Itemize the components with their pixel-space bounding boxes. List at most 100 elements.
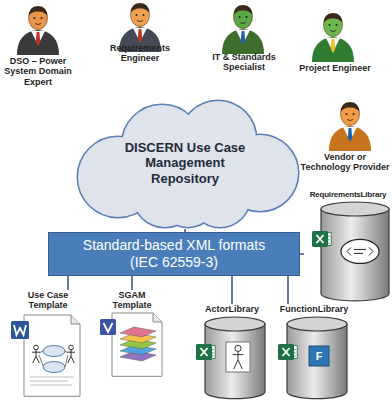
graphic-part <box>34 17 36 19</box>
graphic-part <box>341 240 379 264</box>
connector-line <box>67 276 69 290</box>
library-cylinder: ActorLibrary <box>194 304 270 400</box>
library-label: RequirementsLibrary <box>304 190 392 199</box>
graphic-part <box>196 344 212 360</box>
graphic-part <box>329 24 331 26</box>
graphic-part <box>131 3 150 13</box>
cloud-title: DISCERN Use Case Management Repository <box>110 140 260 187</box>
graphic-part <box>240 23 246 24</box>
person-label: Requirements Engineer <box>100 43 180 64</box>
graphic-part <box>112 313 162 376</box>
graphic-part <box>137 21 143 22</box>
person-icon <box>13 3 63 55</box>
person-label: IT & Standards Specialist <box>200 52 288 73</box>
graphic-part <box>143 14 145 16</box>
graphic-part <box>239 16 241 18</box>
person-icon <box>218 2 268 54</box>
graphic-part <box>278 344 294 360</box>
graphic-part <box>336 24 338 26</box>
format-box: Standard-based XML formats (IEC 62559-3) <box>48 232 300 276</box>
graphic-part <box>39 351 68 367</box>
graphic-part <box>309 346 329 366</box>
graphic-part <box>36 32 40 46</box>
graphic-part <box>71 315 80 324</box>
graphic-part <box>100 319 116 335</box>
library-label: Use Case Template <box>18 290 78 311</box>
graphic-part <box>287 317 347 331</box>
person-icon <box>308 10 358 62</box>
template-document: SGAM Template <box>98 290 166 378</box>
library-label: SGAM Template <box>104 290 160 311</box>
graphic-part <box>14 325 26 335</box>
graphic-part <box>43 361 65 372</box>
library-graphic <box>98 313 166 378</box>
graphic-part <box>341 103 360 126</box>
graphic-part <box>24 315 80 396</box>
graphic-part <box>324 13 343 23</box>
graphic-part <box>32 350 40 363</box>
graphic-part <box>236 30 250 44</box>
graphic-part <box>241 31 245 45</box>
library-label: ActorLibrary <box>194 304 270 314</box>
graphic-part <box>343 127 357 141</box>
library-graphic <box>276 316 352 400</box>
function-symbol: F <box>309 346 329 366</box>
connector-line <box>131 276 133 290</box>
graphic-part <box>29 6 48 16</box>
graphic-part <box>233 352 244 370</box>
graphic-part <box>43 345 65 356</box>
graphic-part <box>282 348 289 356</box>
graphic-part <box>41 17 43 19</box>
graphic-part <box>235 346 241 352</box>
graphic-part <box>353 113 355 115</box>
person-label: Vendor or Technology Provider <box>300 152 390 173</box>
graphic-part <box>346 113 348 115</box>
graphic-part <box>234 6 253 29</box>
person-label: DSO – Power System Domain Expert <box>2 56 74 87</box>
repository-cloud: DISCERN Use Case Management Repository <box>70 95 300 229</box>
graphic-part <box>17 30 59 55</box>
graphic-part <box>104 323 113 332</box>
graphic-part <box>133 28 147 42</box>
graphic-part <box>324 14 343 37</box>
graphic-part <box>136 14 138 16</box>
library-label: FunctionLibrary <box>276 304 352 314</box>
graphic-part <box>312 231 328 247</box>
graphic-part <box>29 7 48 30</box>
graphic-part <box>138 29 142 43</box>
graphic-part <box>321 202 389 216</box>
graphic-part <box>69 345 74 350</box>
graphic-part <box>287 324 347 399</box>
connector-line <box>231 276 233 304</box>
person-icon <box>325 99 375 151</box>
connector-line <box>300 253 304 255</box>
graphic-part <box>326 38 340 52</box>
graphic-part <box>316 235 323 243</box>
graphic-part <box>35 24 41 25</box>
graphic-part <box>234 5 253 15</box>
graphic-part <box>34 345 39 350</box>
graphic-part <box>347 120 353 121</box>
graphic-part <box>205 317 265 331</box>
graphic-part <box>222 29 264 54</box>
graphic-part <box>312 37 354 62</box>
graphic-part <box>246 16 248 18</box>
graphic-part <box>348 128 352 142</box>
connector-line <box>287 276 289 304</box>
library-graphic <box>8 313 88 398</box>
graphic-part <box>330 31 336 32</box>
graphic-part <box>331 39 335 53</box>
graphic-part <box>205 324 265 399</box>
library-graphic <box>304 201 392 302</box>
library-cylinder: FunctionLibraryF <box>276 304 352 400</box>
graphic-part <box>131 4 150 27</box>
graphic-part <box>108 135 268 215</box>
template-document: Use Case Template <box>8 290 88 398</box>
graphic-part <box>341 102 360 112</box>
graphic-part <box>329 126 371 151</box>
graphic-part <box>200 348 207 356</box>
graphic-part <box>347 248 373 256</box>
person-label: Project Engineer <box>290 63 380 73</box>
library-graphic <box>194 316 270 400</box>
graphic-part <box>120 327 156 337</box>
